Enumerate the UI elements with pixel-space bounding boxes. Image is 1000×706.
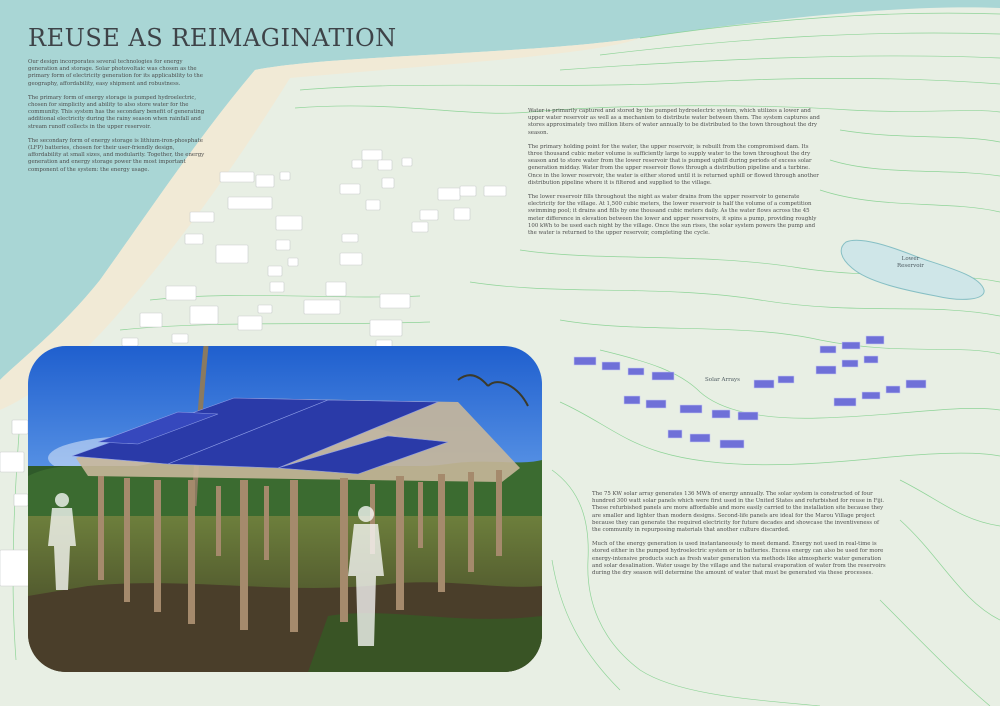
canopy-solar-panels [71,397,449,475]
lower-reservoir-shape [840,239,985,300]
village-buildings [0,149,507,587]
intro-paragraph: The primary form of energy storage is pu… [28,94,205,130]
solar-paragraph: Much of the energy generation is used in… [592,541,886,577]
solar-canopy-photo [28,346,542,672]
intro-text-column: Our design incorporates several technolo… [28,59,208,181]
solar-paragraph: The 75 KW solar array generates 136 MWh … [592,491,885,534]
solar-arrays-label: Solar Arrays [705,377,740,383]
lower-reservoir-label: Lower Reservoir [897,256,924,270]
sea [0,0,1000,380]
water-text-column: Water is primarily captured and stored b… [528,108,820,244]
intro-paragraph: The secondary form of energy storage is … [28,137,205,173]
intro-paragraph: Our design incorporates several technolo… [28,59,203,87]
page-title: REUSE AS REIMAGINATION [28,24,397,52]
lower-reservoir-label-line1: Lower [901,256,920,262]
wooden-posts [98,470,502,632]
water-paragraph: Water is primarily captured and stored b… [528,108,820,136]
lower-reservoir-label-line2: Reservoir [897,263,924,269]
water-paragraph: The primary holding point for the water,… [528,143,819,186]
contour-lines [12,12,1000,706]
solar-text-column: The 75 KW solar array generates 136 MWh … [592,491,888,584]
solar-array-panels [573,335,927,449]
scale-figures [48,493,384,646]
water-paragraph: The lower reservoir fills throughout the… [528,194,817,237]
